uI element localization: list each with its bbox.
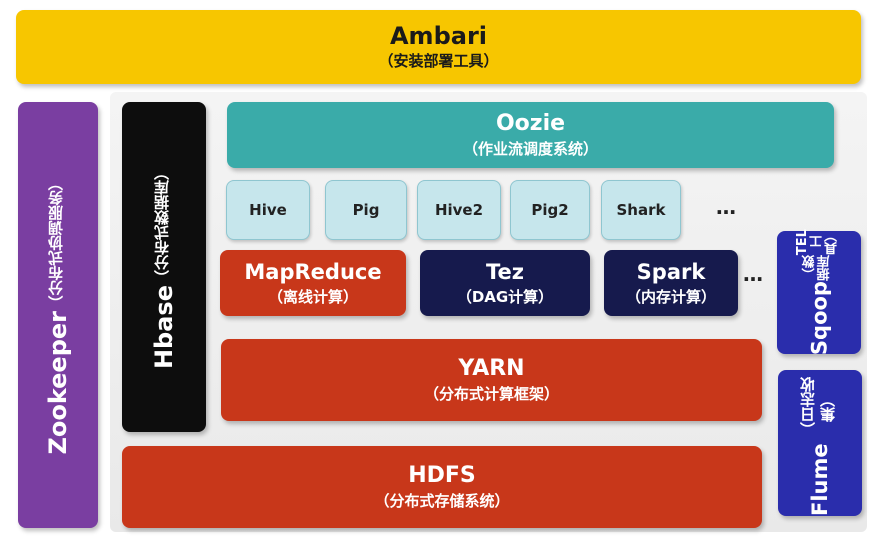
sqoop-subtitle-line2: TEL工具） <box>794 229 840 256</box>
zookeeper-title: Zookeeper <box>44 310 72 455</box>
flume-box: Flume （日志收集） <box>778 370 862 516</box>
hdfs-subtitle: （分布式存储系统） <box>374 492 510 510</box>
flume-label: Flume （日志收集） <box>798 370 842 516</box>
hbase-label: Hbase （分布式数据库） <box>150 164 178 370</box>
spark-subtitle: （内存计算） <box>625 288 716 306</box>
sqoop-box: Sqoop （数据库 TEL工具） <box>777 229 861 356</box>
tool-shark: Shark <box>601 180 681 240</box>
mapreduce-box: MapReduce （离线计算） <box>220 250 406 316</box>
yarn-subtitle: （分布式计算框架） <box>423 385 559 403</box>
sqoop-label: Sqoop （数据库 TEL工具） <box>795 229 844 355</box>
yarn-box: YARN （分布式计算框架） <box>221 339 762 421</box>
flume-title: Flume <box>808 443 832 516</box>
tez-title: Tez <box>485 260 524 284</box>
hdfs-box: HDFS （分布式存储系统） <box>122 446 762 528</box>
spark-title: Spark <box>636 260 706 284</box>
spark-box: Spark （内存计算） <box>604 250 738 316</box>
engines-more-ellipsis: … <box>743 262 765 286</box>
sqoop-subtitle-line1: （数据库 <box>802 255 832 282</box>
sqoop-title: Sqoop <box>807 281 831 356</box>
tool-pig2: Pig2 <box>510 180 590 240</box>
ambari-box: Ambari （安装部署工具） <box>16 10 861 84</box>
tools-more-ellipsis: … <box>716 195 738 219</box>
mapreduce-title: MapReduce <box>244 260 382 284</box>
zookeeper-label: Zookeeper （分布式协调服务） <box>44 175 72 455</box>
tez-box: Tez （DAG计算） <box>420 250 590 316</box>
zookeeper-box: Zookeeper （分布式协调服务） <box>18 102 98 528</box>
hbase-subtitle: （分布式数据库） <box>153 164 171 285</box>
tool-pig: Pig <box>325 180 407 240</box>
yarn-title: YARN <box>458 356 525 381</box>
tool-hive: Hive <box>226 180 310 240</box>
flume-subtitle: （日志收集） <box>799 376 837 437</box>
tez-subtitle: （DAG计算） <box>456 288 554 306</box>
hbase-title: Hbase <box>150 284 178 370</box>
mapreduce-subtitle: （离线计算） <box>267 288 358 306</box>
hbase-box: Hbase （分布式数据库） <box>122 102 206 432</box>
ambari-subtitle: （安装部署工具） <box>378 52 499 70</box>
zookeeper-subtitle: （分布式协调服务） <box>47 175 65 311</box>
oozie-box: Oozie （作业流调度系统） <box>227 102 834 168</box>
hdfs-title: HDFS <box>408 463 476 488</box>
oozie-title: Oozie <box>495 111 566 136</box>
ambari-title: Ambari <box>389 22 488 50</box>
tool-hive2: Hive2 <box>417 180 501 240</box>
oozie-subtitle: （作业流调度系统） <box>462 140 598 158</box>
